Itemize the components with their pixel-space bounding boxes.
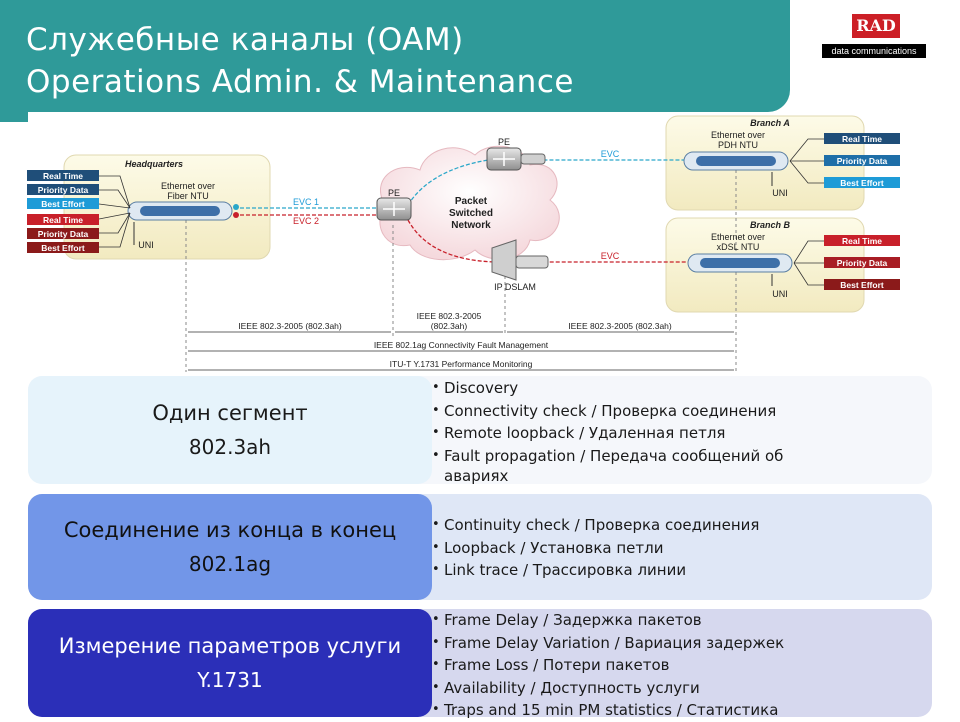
- hq-service-5: Priority Data: [38, 229, 89, 239]
- bullet-item: Frame Loss / Потери пакетов: [432, 654, 784, 677]
- rad-logo: RAD: [852, 14, 900, 38]
- network-diagram: Packet Switched Network EVC 1 EVC 2 EVC …: [27, 115, 900, 372]
- segment-label-box: Один сегмент 802.3ah: [28, 376, 432, 484]
- segment-title: Соединение из конца в конец: [63, 518, 397, 542]
- pe-router-top: [486, 147, 546, 171]
- branch-b-service-1: Real Time: [842, 236, 882, 246]
- pe-left-label: PE: [388, 188, 400, 198]
- segment-title: Один сегмент: [152, 401, 308, 425]
- branch-b-service-2: Priority Data: [837, 258, 888, 268]
- segment-label-box: Измерение параметров услуги Y.1731: [28, 609, 432, 717]
- segment-3-bullets: Frame Delay / Задержка пакетов Frame Del…: [432, 609, 784, 722]
- segment-1-bullets: Discovery Connectivity check / Проверка …: [432, 377, 783, 485]
- evc1-label: EVC 1: [293, 197, 319, 207]
- bullet-item: Frame Delay / Задержка пакетов: [432, 609, 784, 632]
- hq-service-3: Best Effort: [41, 199, 85, 209]
- title-banner: [0, 0, 790, 112]
- evc2-label: EVC 2: [293, 216, 319, 226]
- packet-network-cloud: [379, 145, 560, 261]
- branch-a-device-line2: PDH NTU: [718, 140, 758, 150]
- hq-ntu-device: [127, 201, 239, 221]
- segment-2-bullets: Continuity check / Проверка соединения L…: [432, 514, 759, 582]
- hq-title: Headquarters: [125, 159, 183, 169]
- cloud-label-2: Switched: [449, 208, 493, 219]
- branch-a-ntu-device: [683, 151, 789, 171]
- hq-device-line1: Ethernet over: [161, 181, 215, 191]
- slide-title-line-2: Operations Admin. & Maintenance: [26, 64, 574, 100]
- bullet-item-continuation: авариях: [444, 467, 509, 485]
- title-banner-shade: [0, 112, 28, 122]
- rad-logo-subtitle: data communications: [822, 44, 926, 58]
- cloud-label-3: Network: [451, 220, 491, 231]
- dslam-label: IP DSLAM: [494, 282, 536, 292]
- hq-service-1: Real Time: [43, 171, 83, 181]
- slide-title-line-1: Служебные каналы (OAM): [26, 22, 464, 58]
- evc-b-label: EVC: [601, 251, 620, 261]
- bullet-item: Connectivity check / Проверка соединения: [432, 400, 783, 423]
- bullet-item: Remote loopback / Удаленная петля: [432, 422, 783, 445]
- bullet-item: Traps and 15 min PM statistics / Статист…: [432, 699, 784, 722]
- branch-a-uni-label: UNI: [772, 188, 788, 198]
- ip-dslam-device: [491, 239, 549, 281]
- bullet-item: Continuity check / Проверка соединения: [432, 514, 759, 537]
- segment-label-box: Соединение из конца в конец 802.1ag: [28, 494, 432, 600]
- branch-a-title: Branch A: [750, 118, 790, 128]
- branch-b-uni-label: UNI: [772, 289, 788, 299]
- bullet-item: Loopback / Установка петли: [432, 537, 759, 560]
- branch-b-title: Branch B: [750, 220, 791, 230]
- branch-b-device-line2: xDSL NTU: [717, 242, 760, 252]
- cloud-label-1: Packet: [455, 196, 488, 207]
- branch-a-service-3: Best Effort: [840, 178, 884, 188]
- bullet-item: Fault propagation / Передача сообщений о…: [432, 445, 783, 468]
- hq-services: [27, 170, 131, 253]
- hq-service-2: Priority Data: [38, 185, 89, 195]
- std-right-label: IEEE 802.3-2005 (802.3ah): [568, 321, 672, 331]
- hq-uni-label: UNI: [138, 240, 154, 250]
- branch-b-ntu-device: [687, 253, 793, 273]
- pe-top-label: PE: [498, 137, 510, 147]
- std-mid-label-2: (802.3ah): [431, 321, 468, 331]
- evc-b-link: [407, 219, 690, 263]
- bullet-item: Link trace / Трассировка линии: [432, 559, 759, 582]
- segment-subtitle: 802.1ag: [188, 552, 272, 576]
- std-mid-label-1: IEEE 802.3-2005: [417, 311, 482, 321]
- bullet-item: Discovery: [432, 377, 783, 400]
- segment-subtitle: Y.1731: [197, 668, 263, 692]
- branch-a-service-2: Priority Data: [837, 156, 888, 166]
- hq-service-4: Real Time: [43, 215, 83, 225]
- cfm-label: IEEE 802.1ag Connectivity Fault Manageme…: [374, 340, 549, 350]
- segment-card-802-1ag: Соединение из конца в конец 802.1ag: [28, 494, 932, 600]
- branch-a-service-1: Real Time: [842, 134, 882, 144]
- evc-a-label: EVC: [601, 149, 620, 159]
- segment-title: Измерение параметров услуги: [58, 634, 402, 658]
- evc-a-link: [407, 159, 685, 206]
- segment-subtitle: 802.3ah: [188, 435, 272, 459]
- branch-b-device-line1: Ethernet over: [711, 232, 765, 242]
- hq-service-6: Best Effort: [41, 243, 85, 253]
- logo-area: [790, 0, 960, 76]
- std-left-label: IEEE 802.3-2005 (802.3ah): [238, 321, 342, 331]
- pe-router-left: [376, 197, 412, 221]
- branch-b-service-3: Best Effort: [840, 280, 884, 290]
- bullet-item: Frame Delay Variation / Вариация задерже…: [432, 632, 784, 655]
- bullet-item: Availability / Доступность услуги: [432, 677, 784, 700]
- hq-device-line2: Fiber NTU: [167, 191, 209, 201]
- pm-label: ITU-T Y.1731 Performance Monitoring: [390, 359, 533, 369]
- branch-a-device-line1: Ethernet over: [711, 130, 765, 140]
